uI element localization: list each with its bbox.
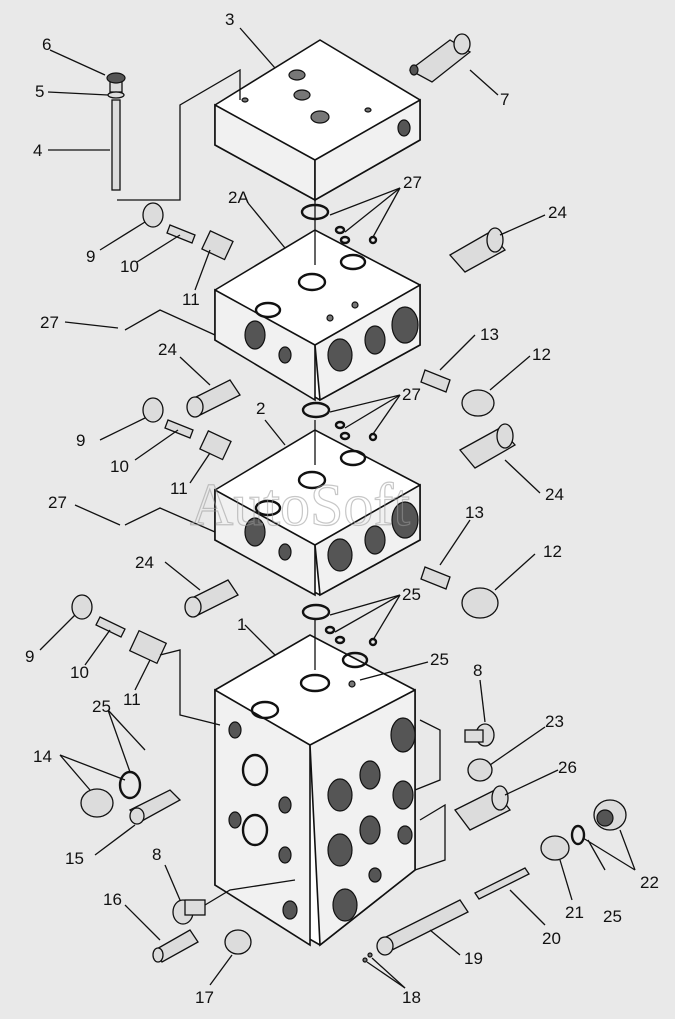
label-23: 23 xyxy=(545,712,564,731)
plug-12b xyxy=(461,587,499,619)
sensor-16 xyxy=(152,929,199,963)
label-8-right: 8 xyxy=(473,661,482,680)
label-11-top: 11 xyxy=(182,290,200,309)
section-block-2 xyxy=(214,429,421,597)
label-12-mid: 12 xyxy=(543,542,562,561)
label-5: 5 xyxy=(35,82,44,101)
label-6: 6 xyxy=(42,35,51,54)
leader-lines xyxy=(39,27,636,989)
plug-14 xyxy=(80,788,114,818)
label-22: 22 xyxy=(640,873,659,892)
pressure-sensor xyxy=(408,33,472,83)
label-15: 15 xyxy=(65,849,84,868)
label-24-right-mid: 24 xyxy=(545,485,564,504)
label-11-bottom: 11 xyxy=(123,690,141,709)
label-3: 3 xyxy=(225,10,234,29)
label-10-bottom: 10 xyxy=(70,663,89,682)
label-25-top: 25 xyxy=(402,585,421,604)
label-27-left-top: 27 xyxy=(40,313,59,332)
o-ring-25-right xyxy=(570,824,586,846)
relief-valve-24-right-top xyxy=(448,227,507,273)
relief-valve-24-left-bottom xyxy=(184,579,239,618)
label-26: 26 xyxy=(558,758,577,777)
plug-23 xyxy=(467,758,493,782)
main-valve-body xyxy=(214,634,416,947)
label-27-mid: 27 xyxy=(402,385,421,404)
label-27-left-mid: 27 xyxy=(48,493,67,512)
plug-spring-spool-set-1 xyxy=(142,202,234,261)
label-20: 20 xyxy=(542,929,561,948)
check-valve-13a xyxy=(420,369,451,393)
label-1: 1 xyxy=(237,615,246,634)
plug-spring-spool-set-3 xyxy=(71,594,168,665)
label-10-mid: 10 xyxy=(110,457,129,476)
watermark: AutoSoft xyxy=(190,472,410,538)
section-block-2a xyxy=(214,229,421,402)
relief-valve-24-left-top xyxy=(186,379,241,418)
cap-21 xyxy=(540,835,570,861)
label-2a: 2A xyxy=(228,188,249,207)
label-25-right: 25 xyxy=(603,907,622,926)
label-12-top: 12 xyxy=(532,345,551,364)
label-13-mid: 13 xyxy=(465,503,484,522)
label-9-top: 9 xyxy=(86,247,95,266)
label-11-mid: 11 xyxy=(170,479,188,498)
plug-8-left xyxy=(172,899,206,925)
check-valve-13b xyxy=(420,566,451,590)
plug-spring-spool-set-2 xyxy=(142,397,232,461)
fitting-15 xyxy=(128,789,182,825)
label-13-top: 13 xyxy=(480,325,499,344)
label-24-left-top: 24 xyxy=(158,340,177,359)
label-14: 14 xyxy=(33,747,52,766)
plug-12a xyxy=(461,389,495,417)
label-18: 18 xyxy=(402,988,421,1007)
plug-8-right xyxy=(464,723,495,747)
label-17: 17 xyxy=(195,988,214,1007)
valve-26 xyxy=(454,785,511,831)
label-27-top: 27 xyxy=(403,173,422,192)
relief-valve-24-right-mid xyxy=(458,423,517,469)
spring-20 xyxy=(474,867,530,900)
label-16: 16 xyxy=(103,890,122,909)
label-4: 4 xyxy=(33,141,42,160)
label-25-left: 25 xyxy=(92,697,111,716)
label-10-top: 10 xyxy=(120,257,139,276)
label-9-mid: 9 xyxy=(76,431,85,450)
o-ring-25-left xyxy=(118,770,142,800)
part-labels: 3 7 6 5 4 2A 27 24 9 10 11 27 24 13 12 2… xyxy=(25,10,659,1007)
label-24-top-right: 24 xyxy=(548,203,567,222)
label-2: 2 xyxy=(256,399,265,418)
plug-17 xyxy=(224,929,252,955)
label-24-left-bottom: 24 xyxy=(135,553,154,572)
long-bolt xyxy=(106,72,126,191)
spool-19 xyxy=(376,899,469,956)
label-8-left: 8 xyxy=(152,845,161,864)
top-cover-block xyxy=(214,39,421,202)
label-9-bottom: 9 xyxy=(25,647,34,666)
label-7: 7 xyxy=(500,90,509,109)
label-25-mid: 25 xyxy=(430,650,449,669)
plug-22 xyxy=(593,799,627,831)
label-21: 21 xyxy=(565,903,584,922)
label-19: 19 xyxy=(464,949,483,968)
